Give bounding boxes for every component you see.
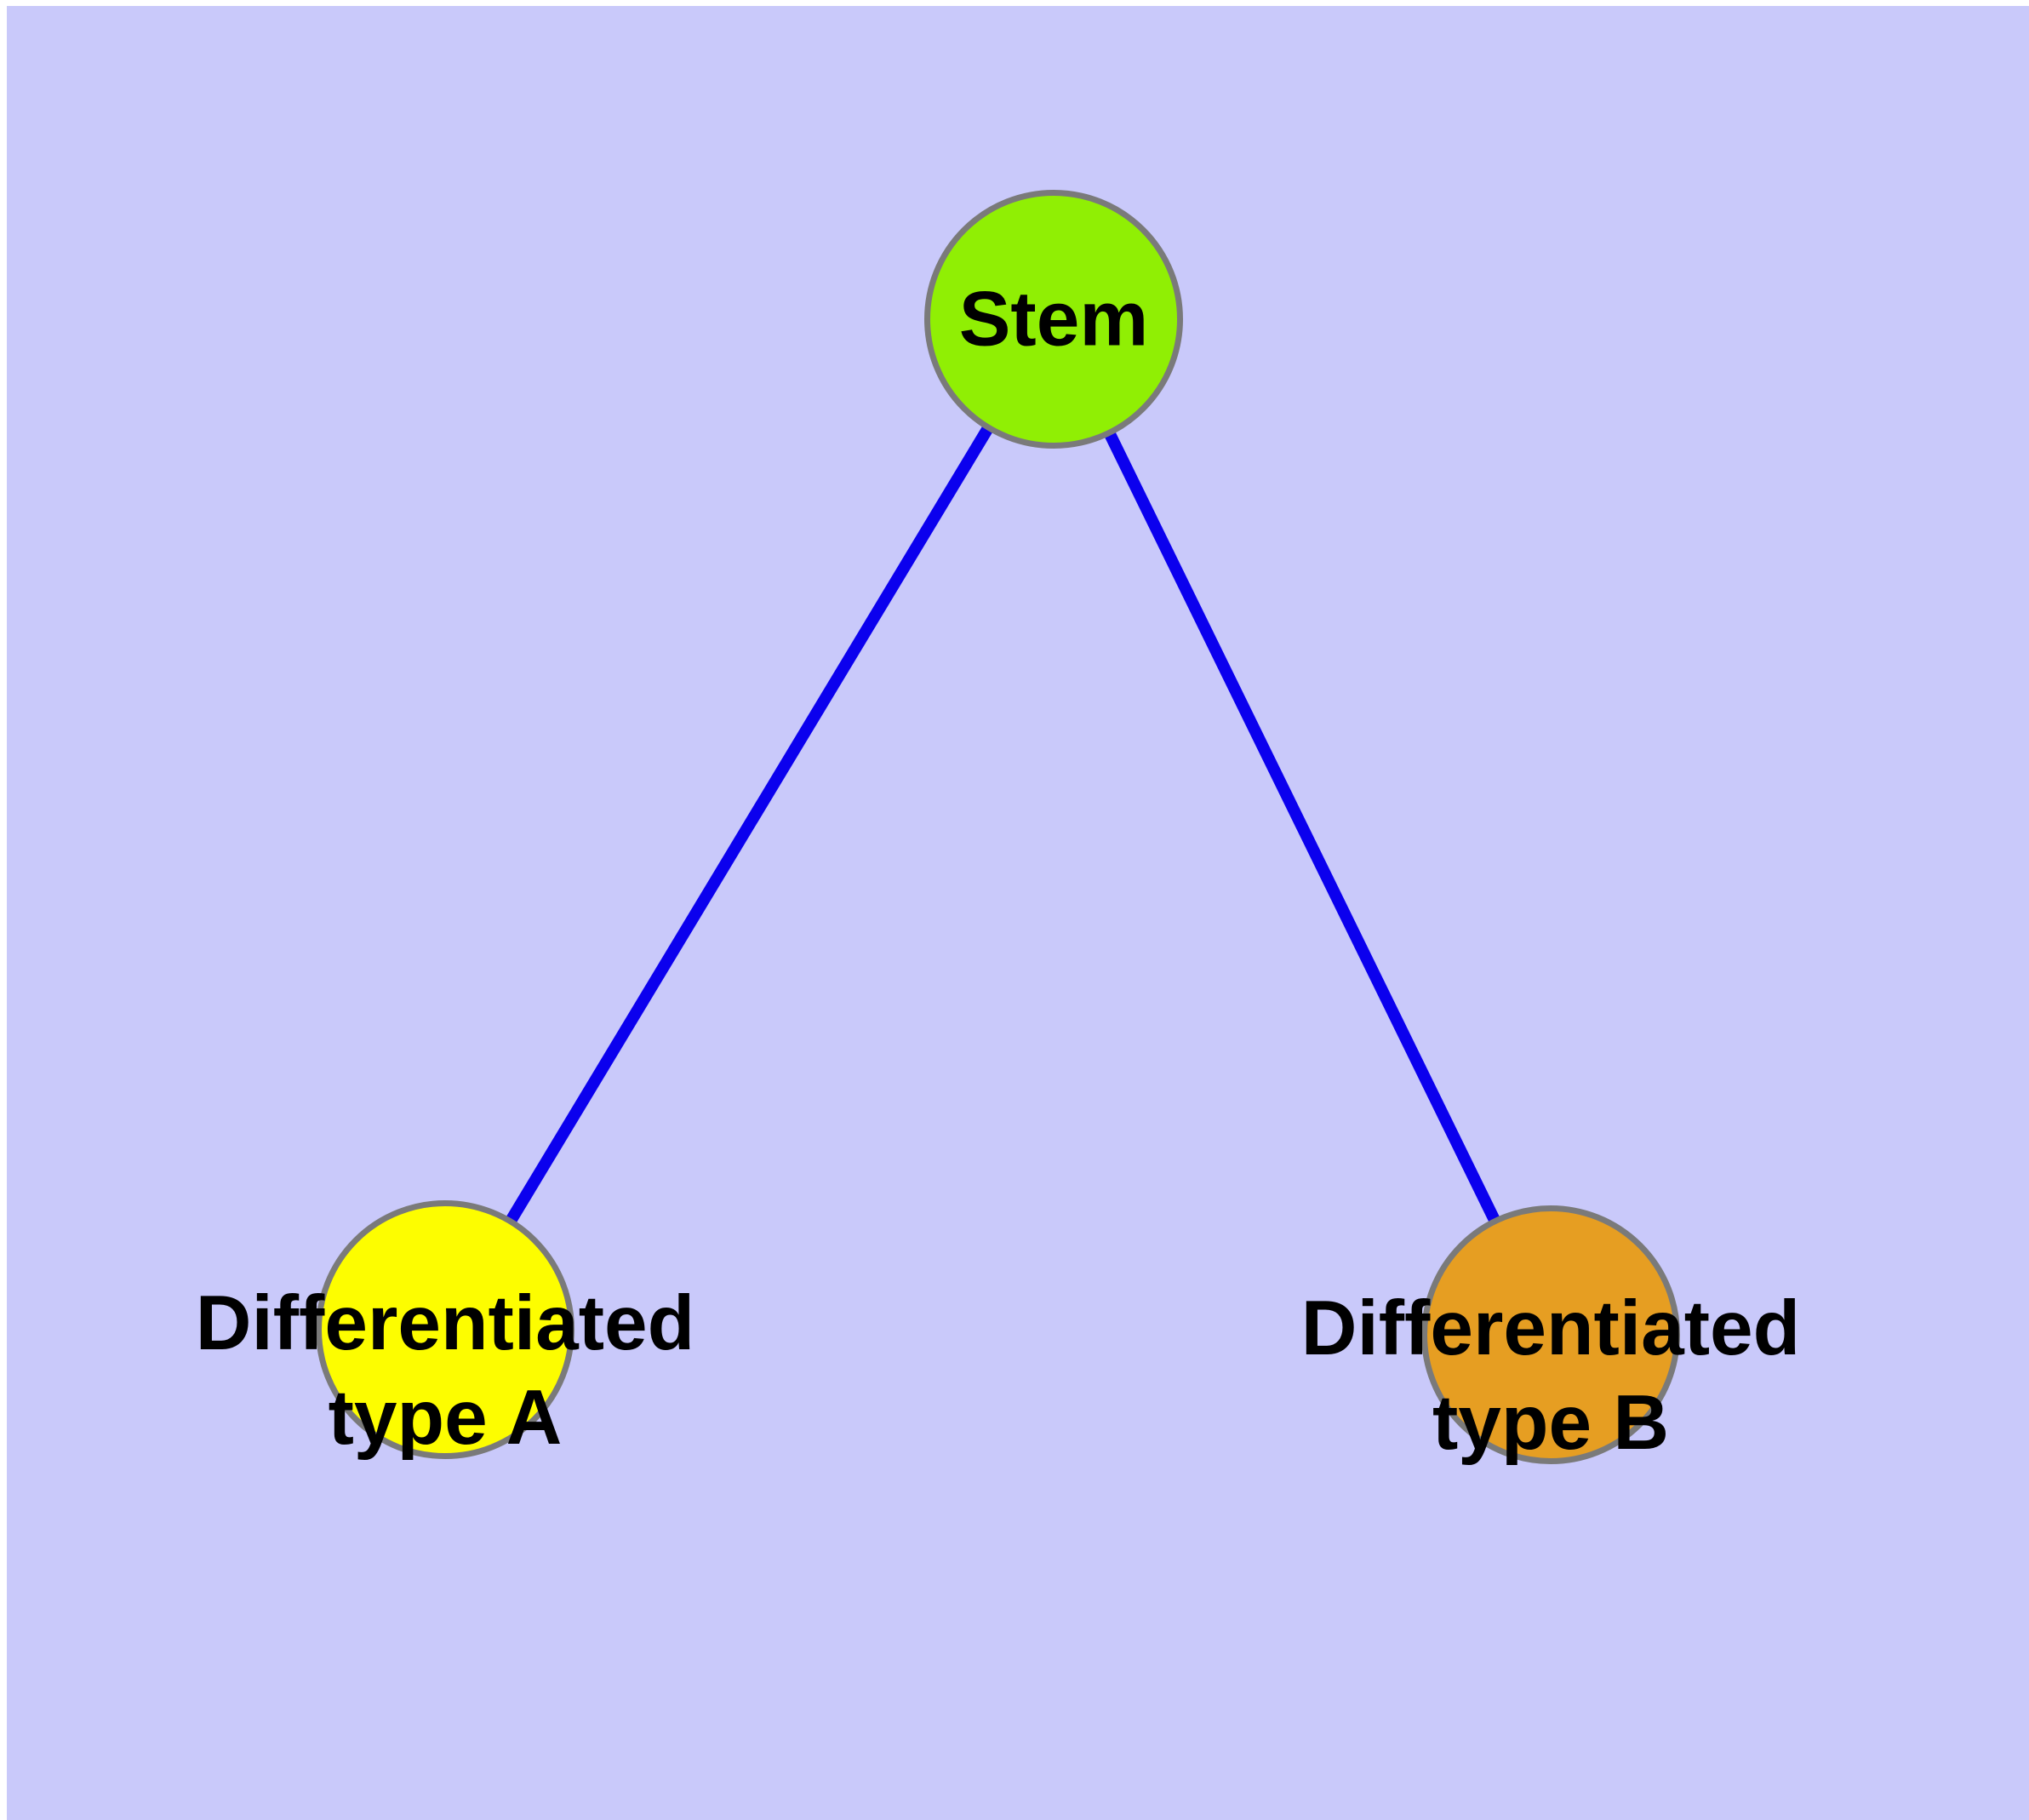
node-label-line: type A [328, 1375, 563, 1461]
node-label-line: type B [1432, 1380, 1670, 1466]
node-label-stem: Stem [959, 272, 1149, 366]
edge-stem-to-differentiated-type-b [1048, 316, 1557, 1338]
node-stem [924, 190, 1183, 449]
node-label-line: Differentiated [195, 1279, 695, 1366]
node-differentiated-type-b [1421, 1205, 1680, 1464]
edges-layer [440, 316, 1557, 1338]
node-label-line: Differentiated [1300, 1285, 1801, 1371]
node-label-line: Stem [958, 276, 1149, 363]
edge-stem-to-differentiated-type-a [440, 316, 1059, 1333]
node-differentiated-type-a [316, 1200, 574, 1459]
node-label-differentiated-type-a: Differentiated type A [196, 1276, 695, 1465]
node-label-differentiated-type-b: Differentiated type B [1301, 1281, 1801, 1470]
